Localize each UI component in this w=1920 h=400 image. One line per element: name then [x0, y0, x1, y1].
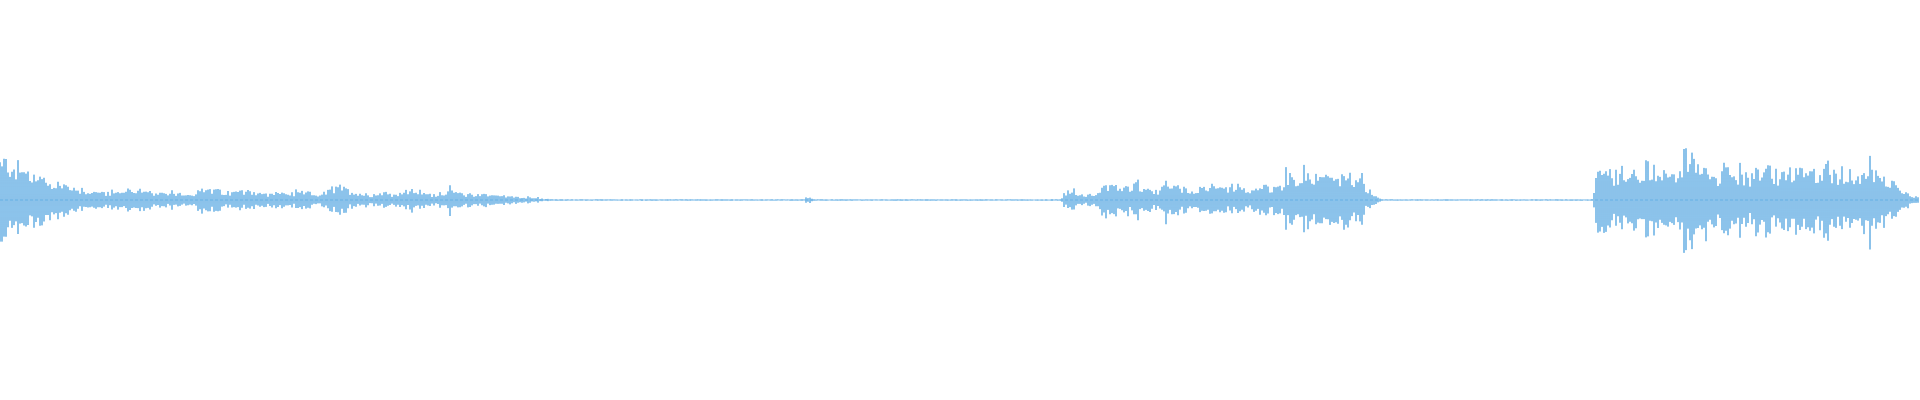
- waveform-trace: [0, 148, 1919, 253]
